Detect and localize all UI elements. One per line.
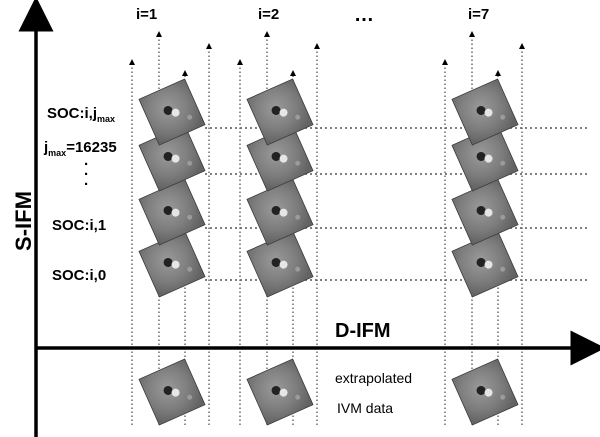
tile-faint-spot: [187, 214, 193, 220]
tile-col1-row0: [246, 78, 314, 146]
row-label-soc-jmax-sub: max: [97, 114, 116, 124]
column-label-i1: i=1: [136, 6, 158, 23]
row-label-jmax-value: jmax=16235: [44, 139, 117, 158]
tile-light-spot: [279, 208, 288, 217]
tile-dark-spot: [163, 205, 173, 215]
tile-col0-row1: [138, 124, 206, 192]
tile-faint-spot: [187, 114, 193, 120]
tile-col0-row0: [138, 78, 206, 146]
tile-light-spot: [484, 208, 493, 217]
row-label-soc-jmax: SOC:i,jmax: [47, 105, 116, 124]
tile-extrapolated-col2: [451, 358, 519, 426]
tile-light-spot: [171, 388, 180, 397]
tile-col2-row1: [451, 124, 519, 192]
tile-faint-spot: [500, 114, 506, 120]
x-axis-label: D-IFM: [335, 320, 391, 342]
tile-dark-spot: [163, 151, 173, 161]
tile-light-spot: [279, 154, 288, 163]
tile-faint-spot: [500, 160, 506, 166]
jmax-symbol: j: [44, 139, 49, 156]
row-label-soc-jmax-text: SOC:i,j: [47, 105, 98, 122]
tile-extrapolated-col1: [246, 358, 314, 426]
jmax-value: =16235: [66, 139, 117, 156]
tile-col2-row2: [451, 178, 519, 246]
tile-dark-spot: [476, 105, 486, 115]
tile-faint-spot: [500, 394, 506, 400]
tile-faint-spot: [295, 214, 301, 220]
tile-faint-spot: [295, 394, 301, 400]
note-line-1: extrapolated: [335, 370, 413, 386]
row-label-soc-0: SOC:i,0: [52, 267, 107, 284]
tile-light-spot: [279, 108, 288, 117]
tile-light-spot: [484, 108, 493, 117]
tile-light-spot: [279, 260, 288, 269]
tile-light-spot: [484, 388, 493, 397]
tile-faint-spot: [187, 394, 193, 400]
tile-col0-row2: [138, 178, 206, 246]
tile-light-spot: [279, 388, 288, 397]
y-axis-label: S-IFM: [11, 191, 36, 251]
tile-dark-spot: [271, 257, 281, 267]
tile-faint-spot: [187, 266, 193, 272]
tile-dark-spot: [271, 105, 281, 115]
row-label-soc-1: SOC:i,1: [52, 217, 107, 234]
tile-dark-spot: [271, 151, 281, 161]
tile-light-spot: [484, 260, 493, 269]
tile-dark-spot: [476, 205, 486, 215]
tile-faint-spot: [295, 160, 301, 166]
tile-faint-spot: [295, 266, 301, 272]
tile-col2-row3: [451, 230, 519, 298]
tile-faint-spot: [500, 214, 506, 220]
column-label-i7: i=7: [468, 6, 490, 23]
tile-light-spot: [171, 154, 180, 163]
tile-light-spot: [171, 260, 180, 269]
tile-faint-spot: [500, 266, 506, 272]
tile-col0-row3: [138, 230, 206, 298]
tile-dark-spot: [271, 205, 281, 215]
vdot-3: ·: [84, 176, 89, 193]
tile-dark-spot: [271, 385, 281, 395]
axes: [18, 0, 600, 437]
tile-light-spot: [171, 108, 180, 117]
tile-col1-row1: [246, 124, 314, 192]
vdot-1: ·: [84, 156, 89, 173]
tile-dark-spot: [476, 151, 486, 161]
tile-col2-row0: [451, 78, 519, 146]
tile-dark-spot: [476, 385, 486, 395]
row-vertical-dots: · · ·: [84, 156, 89, 193]
tile-light-spot: [171, 208, 180, 217]
tile-col1-row3: [246, 230, 314, 298]
tile-extrapolated-col0: [138, 358, 206, 426]
note-line-2: IVM data: [337, 400, 394, 416]
column-label-i2: i=2: [258, 6, 280, 23]
tile-dark-spot: [163, 385, 173, 395]
tile-stacks: [138, 78, 519, 426]
tile-faint-spot: [295, 114, 301, 120]
column-label-ellipsis: …: [354, 4, 374, 26]
tile-dark-spot: [163, 105, 173, 115]
vdot-2: ·: [84, 166, 89, 183]
tile-dark-spot: [476, 257, 486, 267]
tile-col1-row2: [246, 178, 314, 246]
tile-faint-spot: [187, 160, 193, 166]
guide-lines: [129, 31, 588, 425]
jmax-sub: max: [48, 148, 67, 158]
tile-light-spot: [484, 154, 493, 163]
tile-dark-spot: [163, 257, 173, 267]
